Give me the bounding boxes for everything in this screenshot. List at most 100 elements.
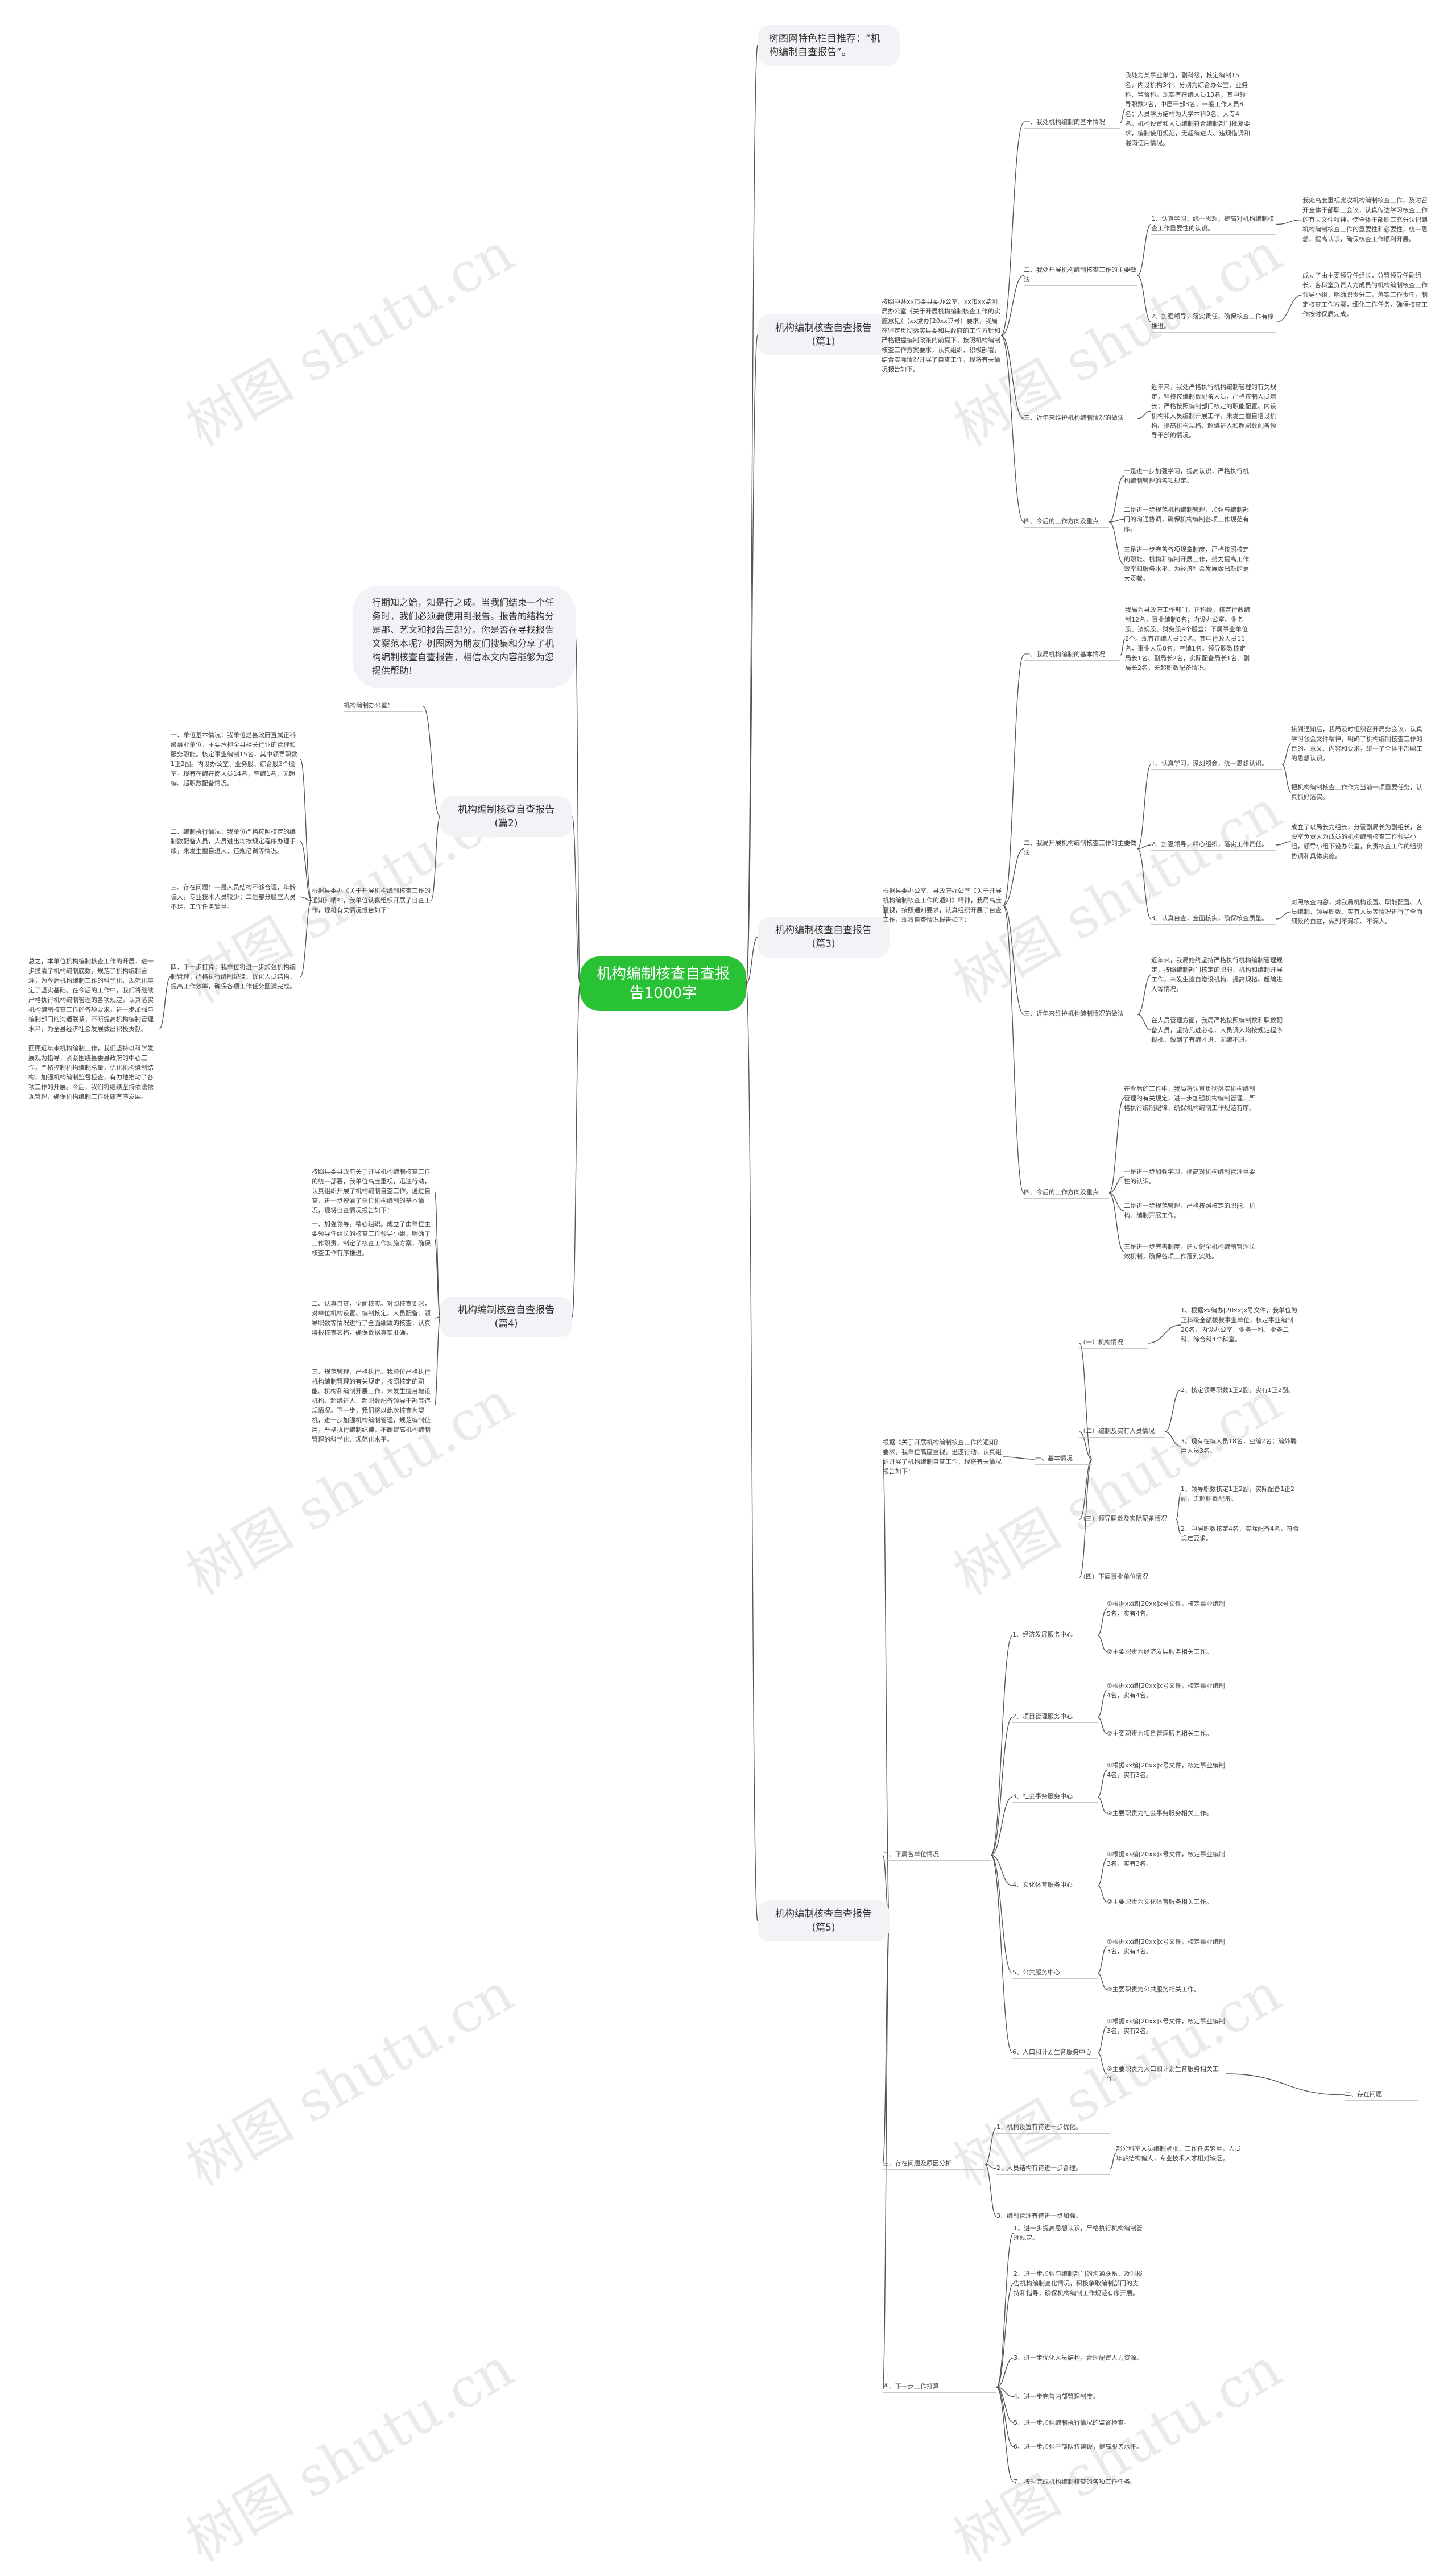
article-5-unit-2-text-1: ①根据xx编[20xx]x号文件，核定事业编制4名，实有4名。 bbox=[1107, 1682, 1225, 1699]
article-5-part-b-extra[interactable]: 二、存在问题 bbox=[1345, 2089, 1418, 2101]
article-5-part-c-1[interactable]: 1、机构设置有待进一步优化。 bbox=[996, 2122, 1110, 2134]
article-1-section-3[interactable]: 三、近年来维护机构编制情况的做法 bbox=[1024, 413, 1138, 424]
connector-line bbox=[985, 2164, 997, 2169]
connector-line bbox=[1003, 905, 1024, 1194]
article-5-part-c-2-text: 部分科室人员编制紧张，工作任务繁重，人员年龄结构偏大，专业技术人才相对缺乏。 bbox=[1116, 2145, 1241, 2162]
connector-line bbox=[1108, 1192, 1124, 1211]
connector-line bbox=[1137, 1014, 1152, 1031]
connector-line bbox=[300, 896, 312, 901]
root-node[interactable]: 机构编制核查自查报告1000字 bbox=[580, 956, 746, 1011]
connector-line bbox=[1108, 521, 1124, 565]
article-5-part-c[interactable]: 三、存在问题及原因分析 bbox=[883, 2159, 985, 2170]
topic-article-3[interactable]: 机构编制核查自查报告(篇3) bbox=[758, 917, 890, 958]
connector-line bbox=[1147, 1324, 1181, 1344]
article-2-text-5: 根据县委办《关于开展机构编制核查工作的通知》精神，我单位认真组织开展了自查工作，… bbox=[312, 887, 431, 914]
connector-line bbox=[1097, 2026, 1107, 2053]
connector-line bbox=[1097, 1717, 1107, 1734]
article-1-section-2[interactable]: 二、我处开展机构编制核查工作的主要做法 bbox=[1024, 265, 1138, 286]
connector-line bbox=[746, 334, 758, 984]
article-5-unit-1[interactable]: 1、经济发展服务中心 bbox=[1012, 1630, 1098, 1641]
connector-line bbox=[1164, 1389, 1181, 1432]
topic-article-2[interactable]: 机构编制核查自查报告(篇2) bbox=[440, 796, 572, 837]
article-5-part-c-3[interactable]: 3、编制管理有待进一步加强。 bbox=[996, 2211, 1110, 2222]
article-5-unit-5-text-1: ①根据xx编[20xx]x号文件，核定事业编制3名，实有3名。 bbox=[1107, 1938, 1225, 1955]
article-5-unit-3-text-1: ①根据xx编[20xx]x号文件，核定事业编制4名，实有3名。 bbox=[1107, 1762, 1225, 1779]
article-5-unit-6-text-2: ②主要职责为人口和计划生育服务相关工作。 bbox=[1107, 2065, 1219, 2082]
article-5-unit-2[interactable]: 2、项目管理服务中心 bbox=[1012, 1712, 1098, 1723]
connector-line bbox=[996, 2283, 1014, 2388]
connector-line bbox=[434, 1316, 441, 1406]
article-5-part-a-4[interactable]: （四）下属事业单位情况 bbox=[1079, 1572, 1165, 1583]
article-5-plan-item-2: 2、进一步加强与编制部门的沟通联系，及时报告机构编制变化情况，积极争取编制部门的… bbox=[1014, 2270, 1143, 2297]
article-5-part-d[interactable]: 四、下一步工作打算 bbox=[883, 2382, 996, 2393]
article-5-unit-4[interactable]: 4、文化体育服务中心 bbox=[1012, 1880, 1098, 1891]
connector-line bbox=[1276, 219, 1303, 225]
article-5-plan-item-1: 1、进一步提高思想认识，严格执行机构编制管理规定。 bbox=[1014, 2225, 1143, 2242]
article-5-unit-6[interactable]: 6、人口和计划生育服务中心 bbox=[1012, 2047, 1098, 2059]
connector-line bbox=[1226, 2073, 1345, 2095]
article-3-section-2-item-2[interactable]: 2、加强领导，精心组织，落实工作责任。 bbox=[1151, 839, 1276, 851]
connector-line bbox=[1164, 1431, 1181, 1447]
connector-line bbox=[1108, 519, 1124, 523]
article-4-text-3: 二、认真自查，全面核实。对照核查要求，对单位机构设置、编制核定、人员配备、领导职… bbox=[312, 1300, 431, 1336]
article-5-part-a-2[interactable]: （二）编制及实有人员情况 bbox=[1079, 1426, 1165, 1438]
article-3-section-2-item-1[interactable]: 1、认真学习，深刻领会，统一思想认识。 bbox=[1151, 759, 1282, 770]
article-3-section-4[interactable]: 四、今后的工作方向及重点 bbox=[1024, 1187, 1109, 1199]
article-5-unit-3[interactable]: 3、社会事务服务中心 bbox=[1012, 1791, 1098, 1803]
article-1-section-2-item-1[interactable]: 1、认真学习，统一思想，提高对机构编制核查工作重要性的认识。 bbox=[1151, 214, 1276, 235]
connector-line bbox=[1108, 1098, 1124, 1194]
connector-line bbox=[1137, 844, 1152, 850]
connector-line bbox=[1097, 1946, 1107, 1974]
connector-line bbox=[300, 900, 312, 978]
connector-line bbox=[1276, 911, 1292, 920]
article-3-section-3-text-1: 近年来，我局始终坚持严格执行机构编制管理规定，按照编制部门核定的职能、机构和编制… bbox=[1151, 956, 1283, 993]
article-5-part-a[interactable]: 一、基本情况 bbox=[1035, 1453, 1092, 1465]
connector-line bbox=[990, 1717, 1013, 1856]
article-3-section-1[interactable]: 一、我局机构编制的基本情况 bbox=[1024, 649, 1120, 661]
article-1-section-3-text: 近年来，我处严格执行机构编制管理的有关规定，坚持按编制数配备人员，严格控制人员增… bbox=[1151, 383, 1276, 439]
connector-line bbox=[1097, 1608, 1107, 1636]
article-5-unit-5[interactable]: 5、公共服务中心 bbox=[1012, 1968, 1098, 1979]
article-5-plan-item-4: 4、进一步完善内部管理制度。 bbox=[1014, 2393, 1099, 2400]
connector-line bbox=[1097, 1690, 1107, 1718]
article-5-part-a-1[interactable]: （一）机构情况 bbox=[1079, 1337, 1148, 1349]
connector-line bbox=[1276, 841, 1292, 846]
connector-line bbox=[431, 816, 441, 901]
connector-line bbox=[746, 937, 758, 984]
article-5-plan-item-5: 5、进一步加强编制执行情况的监督检查。 bbox=[1014, 2419, 1130, 2426]
connector-line bbox=[1108, 475, 1124, 523]
article-5-part-a-2-text-1: 2、核定领导职数1正2副，实有1正2副。 bbox=[1181, 1386, 1294, 1394]
article-1-section-4[interactable]: 四、今后的工作方向及重点 bbox=[1024, 516, 1109, 528]
watermark: 树图 shutu.cn bbox=[176, 220, 524, 458]
topic-article-1[interactable]: 机构编制核查自查报告(篇1) bbox=[758, 314, 890, 355]
connector-line bbox=[1079, 1459, 1093, 1520]
connector-line bbox=[1097, 1635, 1107, 1653]
connector-line bbox=[1108, 1176, 1124, 1194]
article-5-unit-3-text-2: ②主要职责为社会事务服务相关工作。 bbox=[1107, 1809, 1213, 1817]
connector-line bbox=[1003, 1456, 1036, 1460]
topic-article-5[interactable]: 机构编制核查自查报告(篇5) bbox=[758, 1900, 890, 1941]
connector-line bbox=[1137, 223, 1152, 276]
topic-article-4[interactable]: 机构编制核查自查报告(篇4) bbox=[440, 1297, 572, 1337]
article-5-intro: 根据《关于开展机构编制核查工作的通知》要求，我单位高度重视，迅速行动，认真组织开… bbox=[883, 1439, 1002, 1475]
article-3-section-2-item-3[interactable]: 3、认真自查，全面核实，确保核查质量。 bbox=[1151, 913, 1276, 925]
article-1-section-2-item-2[interactable]: 2、加强领导，落实责任，确保核查工作有序推进。 bbox=[1151, 312, 1276, 333]
article-3-section-2[interactable]: 二、我局开展机构编制核查工作的主要做法 bbox=[1024, 838, 1138, 859]
article-5-unit-4-text-1: ①根据xx编[20xx]x号文件，核定事业编制3名，实有3名。 bbox=[1107, 1850, 1225, 1867]
connector-line bbox=[996, 2387, 1014, 2447]
watermark: 树图 shutu.cn bbox=[176, 2335, 524, 2574]
article-3-section-4-text: 在今后的工作中，我局将认真贯彻落实机构编制管理的有关规定，进一步加强机构编制管理… bbox=[1124, 1085, 1255, 1112]
article-5-part-a-3[interactable]: （三）领导职数及实际配备情况 bbox=[1079, 1514, 1176, 1525]
connector-line bbox=[572, 816, 581, 984]
article-1-intro: 按照中共xx市委县委办公室、xx市xx监测局办公室《关于开展机构编制核查工作的实… bbox=[882, 298, 1000, 373]
article-5-part-c-2[interactable]: 2、人员结构有待进一步合理。 bbox=[996, 2163, 1110, 2175]
article-5-unit-1-text-2: ②主要职责为经济发展服务相关工作。 bbox=[1107, 1648, 1213, 1655]
article-5-part-b[interactable]: 二、下属各单位情况 bbox=[883, 1849, 991, 1861]
top-note[interactable]: 树图网特色栏目推荐：“机构编制自查报告”。 bbox=[758, 25, 900, 66]
connector-line bbox=[1137, 974, 1152, 1015]
article-2-greeting[interactable]: 机构编制办公室： bbox=[344, 701, 423, 712]
article-3-section-2-item-1-text: 接到通知后，我局及时组织召开局务会议，认真学习领会文件精神，明确了机构编制核查工… bbox=[1291, 726, 1422, 762]
article-5-unit-1-text-1: ①根据xx编[20xx]x号文件，核定事业编制5名，实有4名。 bbox=[1107, 1600, 1225, 1617]
article-3-section-3[interactable]: 三、近年来维护机构编制情况的做法 bbox=[1024, 1009, 1138, 1020]
article-1-section-1[interactable]: 一、我处机构编制的基本情况 bbox=[1024, 117, 1120, 129]
